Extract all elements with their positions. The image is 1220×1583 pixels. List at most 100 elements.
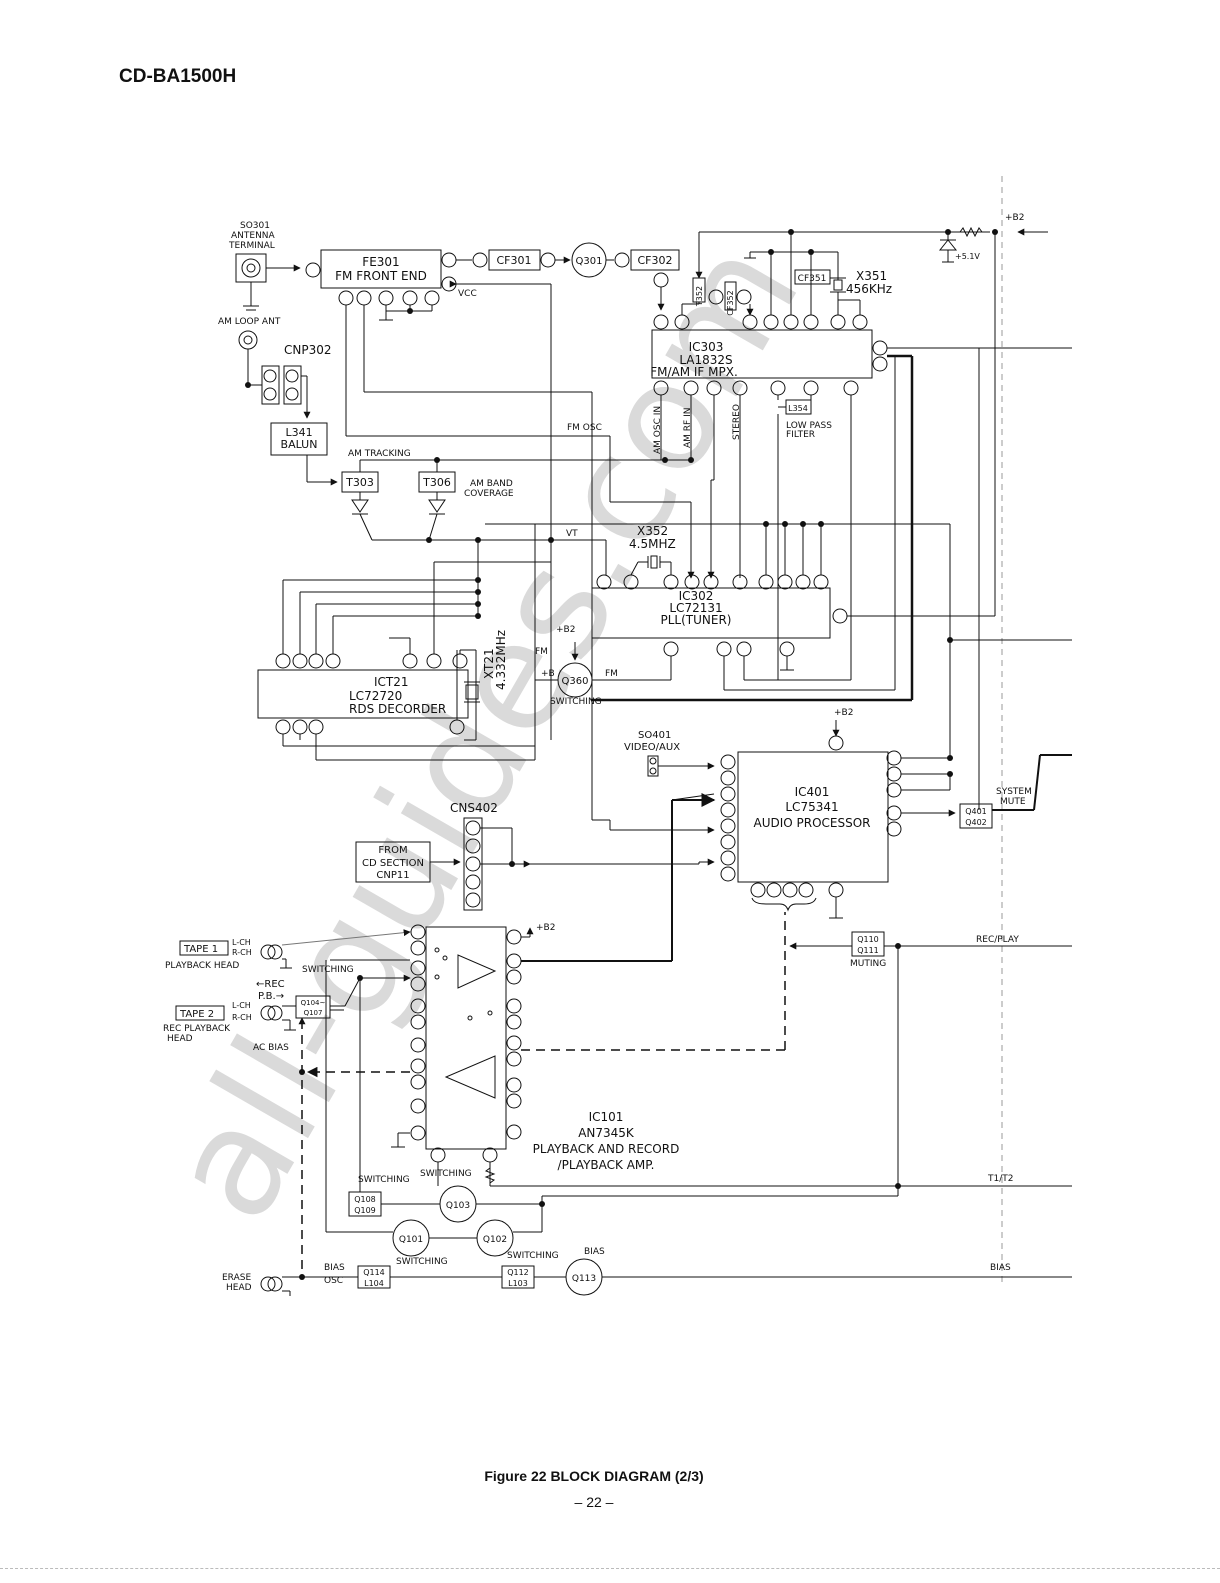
l354-text: L354 — [788, 404, 808, 413]
ic101-block — [425, 926, 507, 1150]
cnp302-label: CNP302 — [284, 343, 332, 357]
l341-balun — [270, 422, 328, 456]
cf302-block — [630, 249, 680, 271]
fm-label-2: FM — [605, 669, 618, 679]
pin — [305, 262, 321, 278]
switching-label-3: SWITCHING — [420, 1169, 472, 1179]
so301-label-3: TERMINAL — [228, 241, 275, 251]
from-cd-line3: CNP11 — [376, 870, 409, 881]
ic401-part: LC75341 — [785, 800, 838, 814]
vt-label: VT — [566, 529, 578, 539]
x351-label: X351 — [856, 269, 887, 283]
cf351-text: CF351 — [798, 274, 827, 284]
ic101-part: AN7345K — [578, 1126, 635, 1140]
q114-text: Q114 — [363, 1268, 385, 1277]
rch-label-1: R-CH — [232, 948, 252, 957]
cf352-text: CF352 — [726, 290, 735, 315]
fe301-title: FE301 — [362, 255, 399, 269]
lch-label-1: L-CH — [232, 938, 251, 947]
switching-label-5: SWITCHING — [507, 1251, 559, 1261]
fm-osc-label: FM OSC — [567, 423, 602, 433]
low-pass-label: LOW PASS — [786, 421, 832, 431]
q102-text: Q102 — [483, 1235, 507, 1245]
ic303-part: LA1832S — [679, 353, 732, 367]
b2-label-ic101: +B2 — [536, 923, 555, 933]
q111-text: Q111 — [857, 946, 879, 955]
q113-text: Q113 — [572, 1274, 596, 1284]
am-rf-in-label: AM RF IN — [683, 408, 693, 448]
am-osc-in-label: AM OSC IN — [653, 406, 663, 454]
am-loop-label: AM LOOP ANT — [218, 317, 281, 327]
q401-q402-block — [959, 803, 993, 829]
q104-q107-block — [295, 995, 331, 1019]
antenna-terminal — [235, 253, 267, 283]
tape1-label: TAPE 1 — [183, 944, 218, 955]
figure-caption: Figure 22 BLOCK DIAGRAM (2/3) — [484, 1468, 704, 1484]
rec-arrow-label: ←REC — [256, 979, 285, 990]
cf351-block — [794, 269, 831, 285]
rec-playback-head-label: REC PLAYBACK — [163, 1024, 231, 1034]
q107-text: Q107 — [304, 1009, 323, 1017]
b2-label-q360: +B2 — [556, 625, 575, 635]
rch-label-2: R-CH — [232, 1013, 252, 1022]
playback-head-label: PLAYBACK HEAD — [165, 961, 239, 971]
q112-text: Q112 — [507, 1268, 529, 1277]
system-mute-label-2: MUTE — [1000, 797, 1026, 807]
rec-playback-head-label-2: HEAD — [167, 1034, 193, 1044]
fe301-subtitle: FM FRONT END — [335, 269, 427, 283]
muting-label: MUTING — [850, 959, 886, 969]
bias-osc-label: BIAS — [324, 1263, 345, 1273]
lch-label-2: L-CH — [232, 1001, 251, 1010]
ic302-part: LC72131 — [669, 601, 722, 615]
bias-label-q113: BIAS — [584, 1247, 605, 1257]
ict21-title: ICT21 — [374, 675, 409, 689]
page-number: – 22 – — [574, 1494, 614, 1510]
so401-label-2: VIDEO/AUX — [624, 742, 680, 753]
x352-label: X352 — [637, 524, 668, 538]
pb-arrow-label: P.B.→ — [258, 991, 284, 1002]
q110-text: Q110 — [857, 935, 879, 944]
t352-text: T352 — [695, 286, 704, 307]
x352-freq: 4.5MHZ — [629, 537, 676, 551]
q101-text: Q101 — [399, 1235, 423, 1245]
l103-text: L103 — [508, 1279, 528, 1288]
switching-label-1: SWITCHING — [302, 965, 354, 975]
ict21-part: LC72720 — [349, 689, 402, 703]
q401-text: Q401 — [965, 807, 987, 816]
b-label: +B — [541, 669, 555, 679]
so301-label-2: ANTENNA — [231, 231, 276, 241]
ic302-block — [591, 587, 831, 639]
ic303-function: FM/AM IF MPX. — [650, 365, 738, 379]
ic101-function-2: /PLAYBACK AMP. — [558, 1158, 655, 1172]
b2-label: +B2 — [1005, 213, 1024, 223]
t306-text: T306 — [422, 476, 451, 489]
ic303-title: IC303 — [689, 340, 724, 354]
low-pass-label-2: FILTER — [786, 430, 815, 440]
system-mute-label: SYSTEM — [996, 787, 1032, 797]
cf302-text: CF302 — [637, 254, 672, 267]
so401-jack — [647, 755, 659, 777]
switching-label-2: SWITCHING — [358, 1175, 410, 1185]
q104-text: Q104~ — [301, 999, 326, 1007]
v51-label: +5.1V — [955, 252, 980, 261]
switching-label-q360: SWITCHING — [550, 697, 602, 707]
tape1-label-box — [179, 940, 229, 956]
x351-freq: 456KHz — [846, 282, 892, 296]
junction-dots — [245, 229, 998, 1280]
fe301-block — [320, 249, 442, 289]
cnp302-jack — [261, 365, 280, 405]
rec-amp-symbol — [444, 1055, 496, 1099]
labels: SO301 ANTENNA TERMINAL AM LOOP ANT CNP30… — [163, 213, 1032, 1293]
block-titles: FE301 FM FRONT END IC303 LA1832S FM/AM I… — [281, 255, 871, 1172]
fm-label: FM — [535, 647, 548, 657]
ic302-title: IC302 — [679, 589, 714, 603]
t303-text: T303 — [345, 476, 374, 489]
vcc-label: VCC — [458, 289, 477, 299]
bias-label: BIAS — [990, 1263, 1011, 1273]
cf301-text: CF301 — [496, 254, 531, 267]
l341-title: L341 — [285, 426, 312, 439]
erase-head-label-2: HEAD — [226, 1283, 252, 1293]
ic303-block — [651, 329, 873, 379]
from-cd-line2: CD SECTION — [362, 858, 424, 869]
cns402-label: CNS402 — [450, 801, 498, 815]
